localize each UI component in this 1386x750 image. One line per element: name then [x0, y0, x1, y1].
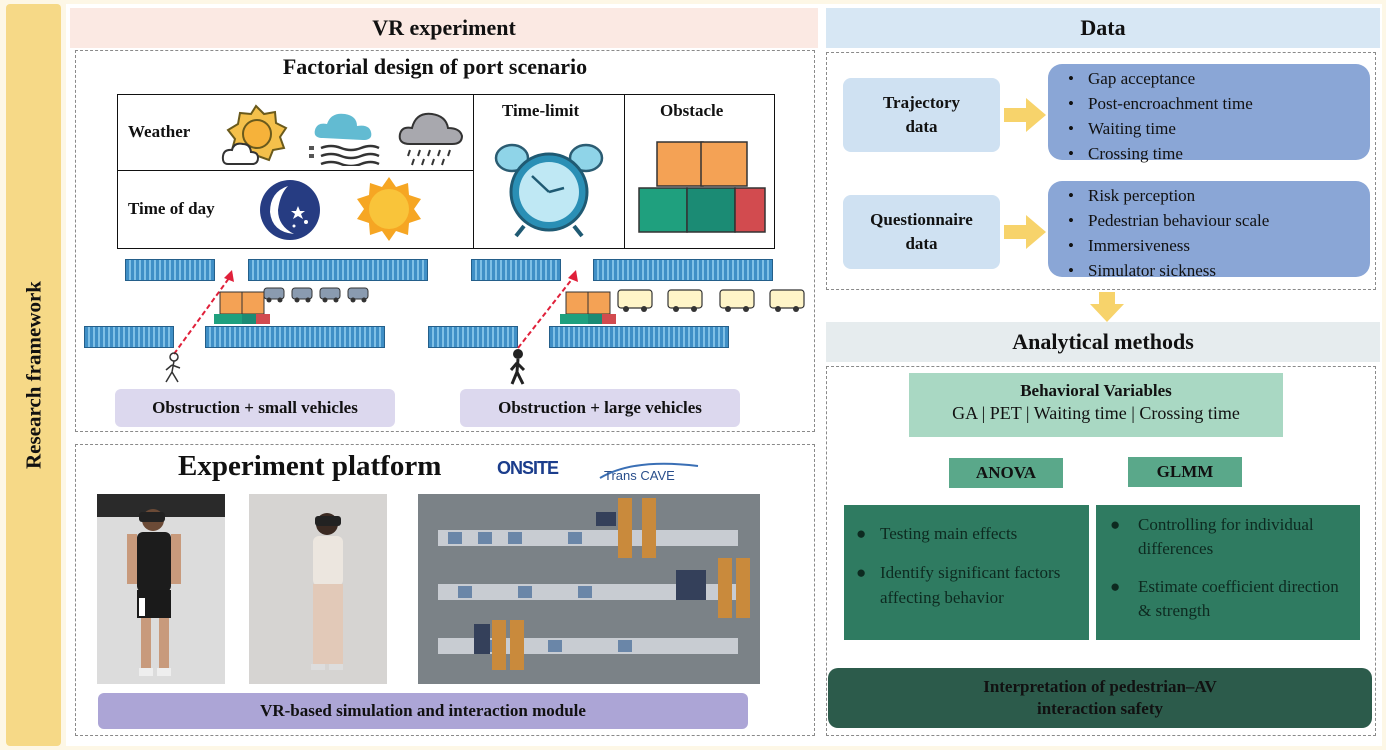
metric-item: Risk perception [1068, 183, 1370, 208]
participant-photo-1 [97, 494, 225, 684]
metric-item: Post-encroachment time [1068, 91, 1370, 116]
research-framework-sidebar: Research framework [6, 4, 61, 746]
transcave-logo-swoosh [599, 462, 699, 479]
anova-point-text: Testing main effects [880, 524, 1018, 543]
behavioral-variables-title: Behavioral Variables [1020, 381, 1172, 400]
experiment-platform-title: Experiment platform [178, 450, 442, 482]
glmm-point-text: Estimate coefficient direction & strengt… [1138, 577, 1339, 620]
questionnaire-data-label: Questionnaire data [843, 195, 1000, 269]
container-row [205, 326, 385, 348]
transcave-logo-wrap: Trans CAVE [594, 456, 704, 486]
glmm-point: ● Controlling for individual differences [1110, 513, 1350, 561]
bullet-icon: ● [1110, 515, 1121, 534]
trajectory-metrics-box: Gap acceptance Post-encroachment time Wa… [1048, 64, 1370, 166]
arrow-down-icon [1090, 292, 1124, 322]
factorial-design-title: Factorial design of port scenario [75, 52, 795, 82]
time-of-day-label: Time of day [128, 199, 215, 218]
participant-figure-2 [311, 513, 343, 670]
vr-experiment-title: VR experiment [372, 15, 516, 40]
onsite-logo: ONSITE [497, 458, 559, 478]
night-moon-icon [260, 180, 320, 240]
obstacle-label: Obstacle [660, 101, 724, 120]
port-topdown-view [438, 498, 750, 670]
questionnaire-metrics-box: Risk perception Pedestrian behaviour sca… [1048, 181, 1370, 283]
arrow-right-icon [1004, 98, 1046, 132]
questionnaire-data-text: Questionnaire data [870, 210, 973, 253]
vr-module-label: VR-based simulation and interaction modu… [98, 693, 748, 729]
time-limit-label: Time-limit [502, 101, 580, 120]
container-row [549, 326, 729, 348]
glmm-label: GLMM [1128, 457, 1242, 487]
metric-item: Crossing time [1068, 141, 1370, 166]
anova-point-text: Identify significant factors affecting b… [880, 563, 1061, 607]
bullet-icon: ● [856, 524, 867, 543]
experiment-platform-panel [75, 444, 815, 736]
bullet-icon: ● [1110, 577, 1121, 596]
trajectory-data-text: Trajectory data [882, 93, 961, 136]
metric-item: Immersiveness [1068, 233, 1370, 258]
analytical-methods-panel [826, 366, 1376, 736]
scenario-small-vehicles: Obstruction + small vehicles [115, 389, 395, 427]
anova-label: ANOVA [949, 458, 1063, 488]
sun-icon [357, 177, 421, 241]
fog-icon [309, 113, 380, 166]
scenario-large-vehicles: Obstruction + large vehicles [460, 389, 740, 427]
anova-points-box: ● Testing main effects ● Identify signific… [844, 505, 1089, 640]
analytical-methods-title: Analytical methods [1012, 329, 1194, 354]
container-row [125, 259, 215, 281]
metric-item: Simulator sickness [1068, 258, 1370, 283]
weather-label: Weather [128, 122, 191, 141]
small-vehicle-scenario [165, 270, 369, 383]
alarm-clock-icon [494, 143, 604, 238]
sidebar-title: Research framework [21, 281, 45, 469]
anova-point: ● Testing main effects [856, 521, 1079, 546]
factorial-design-panel [75, 50, 815, 432]
interpretation-text: Interpretation of pedestrian–AV interact… [983, 677, 1217, 718]
metric-item: Pedestrian behaviour scale [1068, 208, 1370, 233]
data-panel [826, 52, 1376, 290]
metric-item: Gap acceptance [1068, 66, 1370, 91]
large-vehicle-scenario [509, 270, 805, 385]
participant-photo-2 [249, 494, 387, 684]
glmm-point-text: Controlling for individual differences [1138, 515, 1314, 558]
port-simulation-screenshot [418, 494, 760, 684]
factorial-design-title-text: Factorial design of port scenario [282, 54, 588, 79]
behavioral-variables-box: Behavioral Variables GA | PET | Waiting … [909, 373, 1283, 437]
interpretation-box: Interpretation of pedestrian–AV interact… [828, 668, 1372, 728]
data-title: Data [1080, 15, 1126, 40]
container-row [428, 326, 518, 348]
data-header: Data [826, 8, 1380, 48]
analytical-methods-header: Analytical methods [826, 322, 1380, 362]
trajectory-data-label: Trajectory data [843, 78, 1000, 152]
participant-figure-1 [127, 509, 181, 676]
container-row [593, 259, 773, 281]
metric-item: Waiting time [1068, 116, 1370, 141]
transcave-logo: Trans CAVE [604, 468, 675, 483]
container-row [84, 326, 174, 348]
glmm-points-box: ●Controlling for individual differences … [1096, 505, 1360, 640]
container-row [471, 259, 561, 281]
anova-point: ● Identify significant factors affecting … [856, 560, 1079, 610]
container-stack-icon [638, 141, 766, 233]
partly-cloudy-icon [221, 104, 288, 165]
bullet-icon: ● [856, 563, 867, 582]
container-row [248, 259, 428, 281]
glmm-point: ● Estimate coefficient direction & streng… [1110, 575, 1350, 623]
vr-experiment-header: VR experiment [70, 8, 818, 48]
arrow-right-icon [1004, 215, 1046, 249]
behavioral-variables-list: GA | PET | Waiting time | Crossing time [952, 403, 1240, 423]
rain-icon [398, 112, 464, 166]
